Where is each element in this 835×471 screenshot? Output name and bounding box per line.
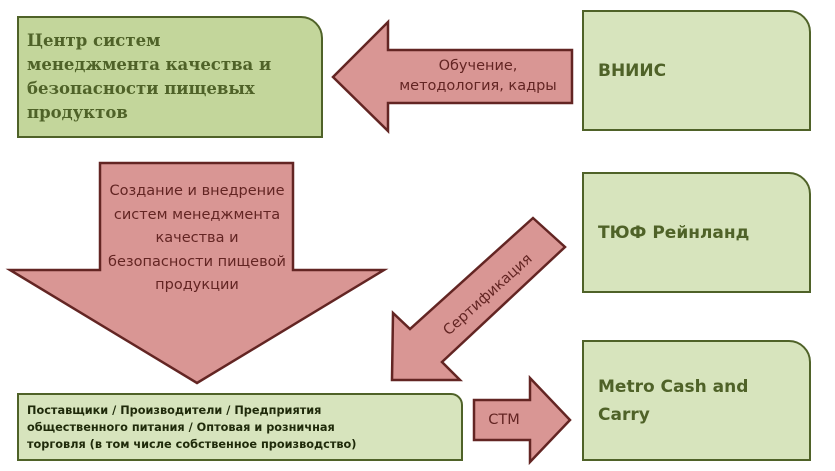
creation-label: Создание и внедрение систем менеджмента … [108,183,286,293]
arrow-training [331,18,574,134]
arrow-creation [5,161,389,385]
arrow-certification [390,216,567,382]
tuv-box: ТЮФ Рейнланд [582,172,811,293]
tuv-label: ТЮФ Рейнланд [598,222,750,243]
suppliers-box: Поставщики / Производители / Предприятия… [17,393,463,461]
center-label: Центр систем менеджмента качества и безо… [27,31,272,122]
metro-label: Metro Cash and Carry [598,376,749,425]
vniis-box: ВНИИС [582,10,811,131]
arrow-stm [472,374,572,466]
center-box: Центр систем менеджмента качества и безо… [17,16,323,138]
stm-label: СТМ [488,412,520,428]
training-label: Обучение, методология, кадры [399,58,557,94]
vniis-label: ВНИИС [598,60,667,81]
suppliers-label: Поставщики / Производители / Предприятия… [27,403,357,451]
metro-box: Metro Cash and Carry [582,340,811,461]
